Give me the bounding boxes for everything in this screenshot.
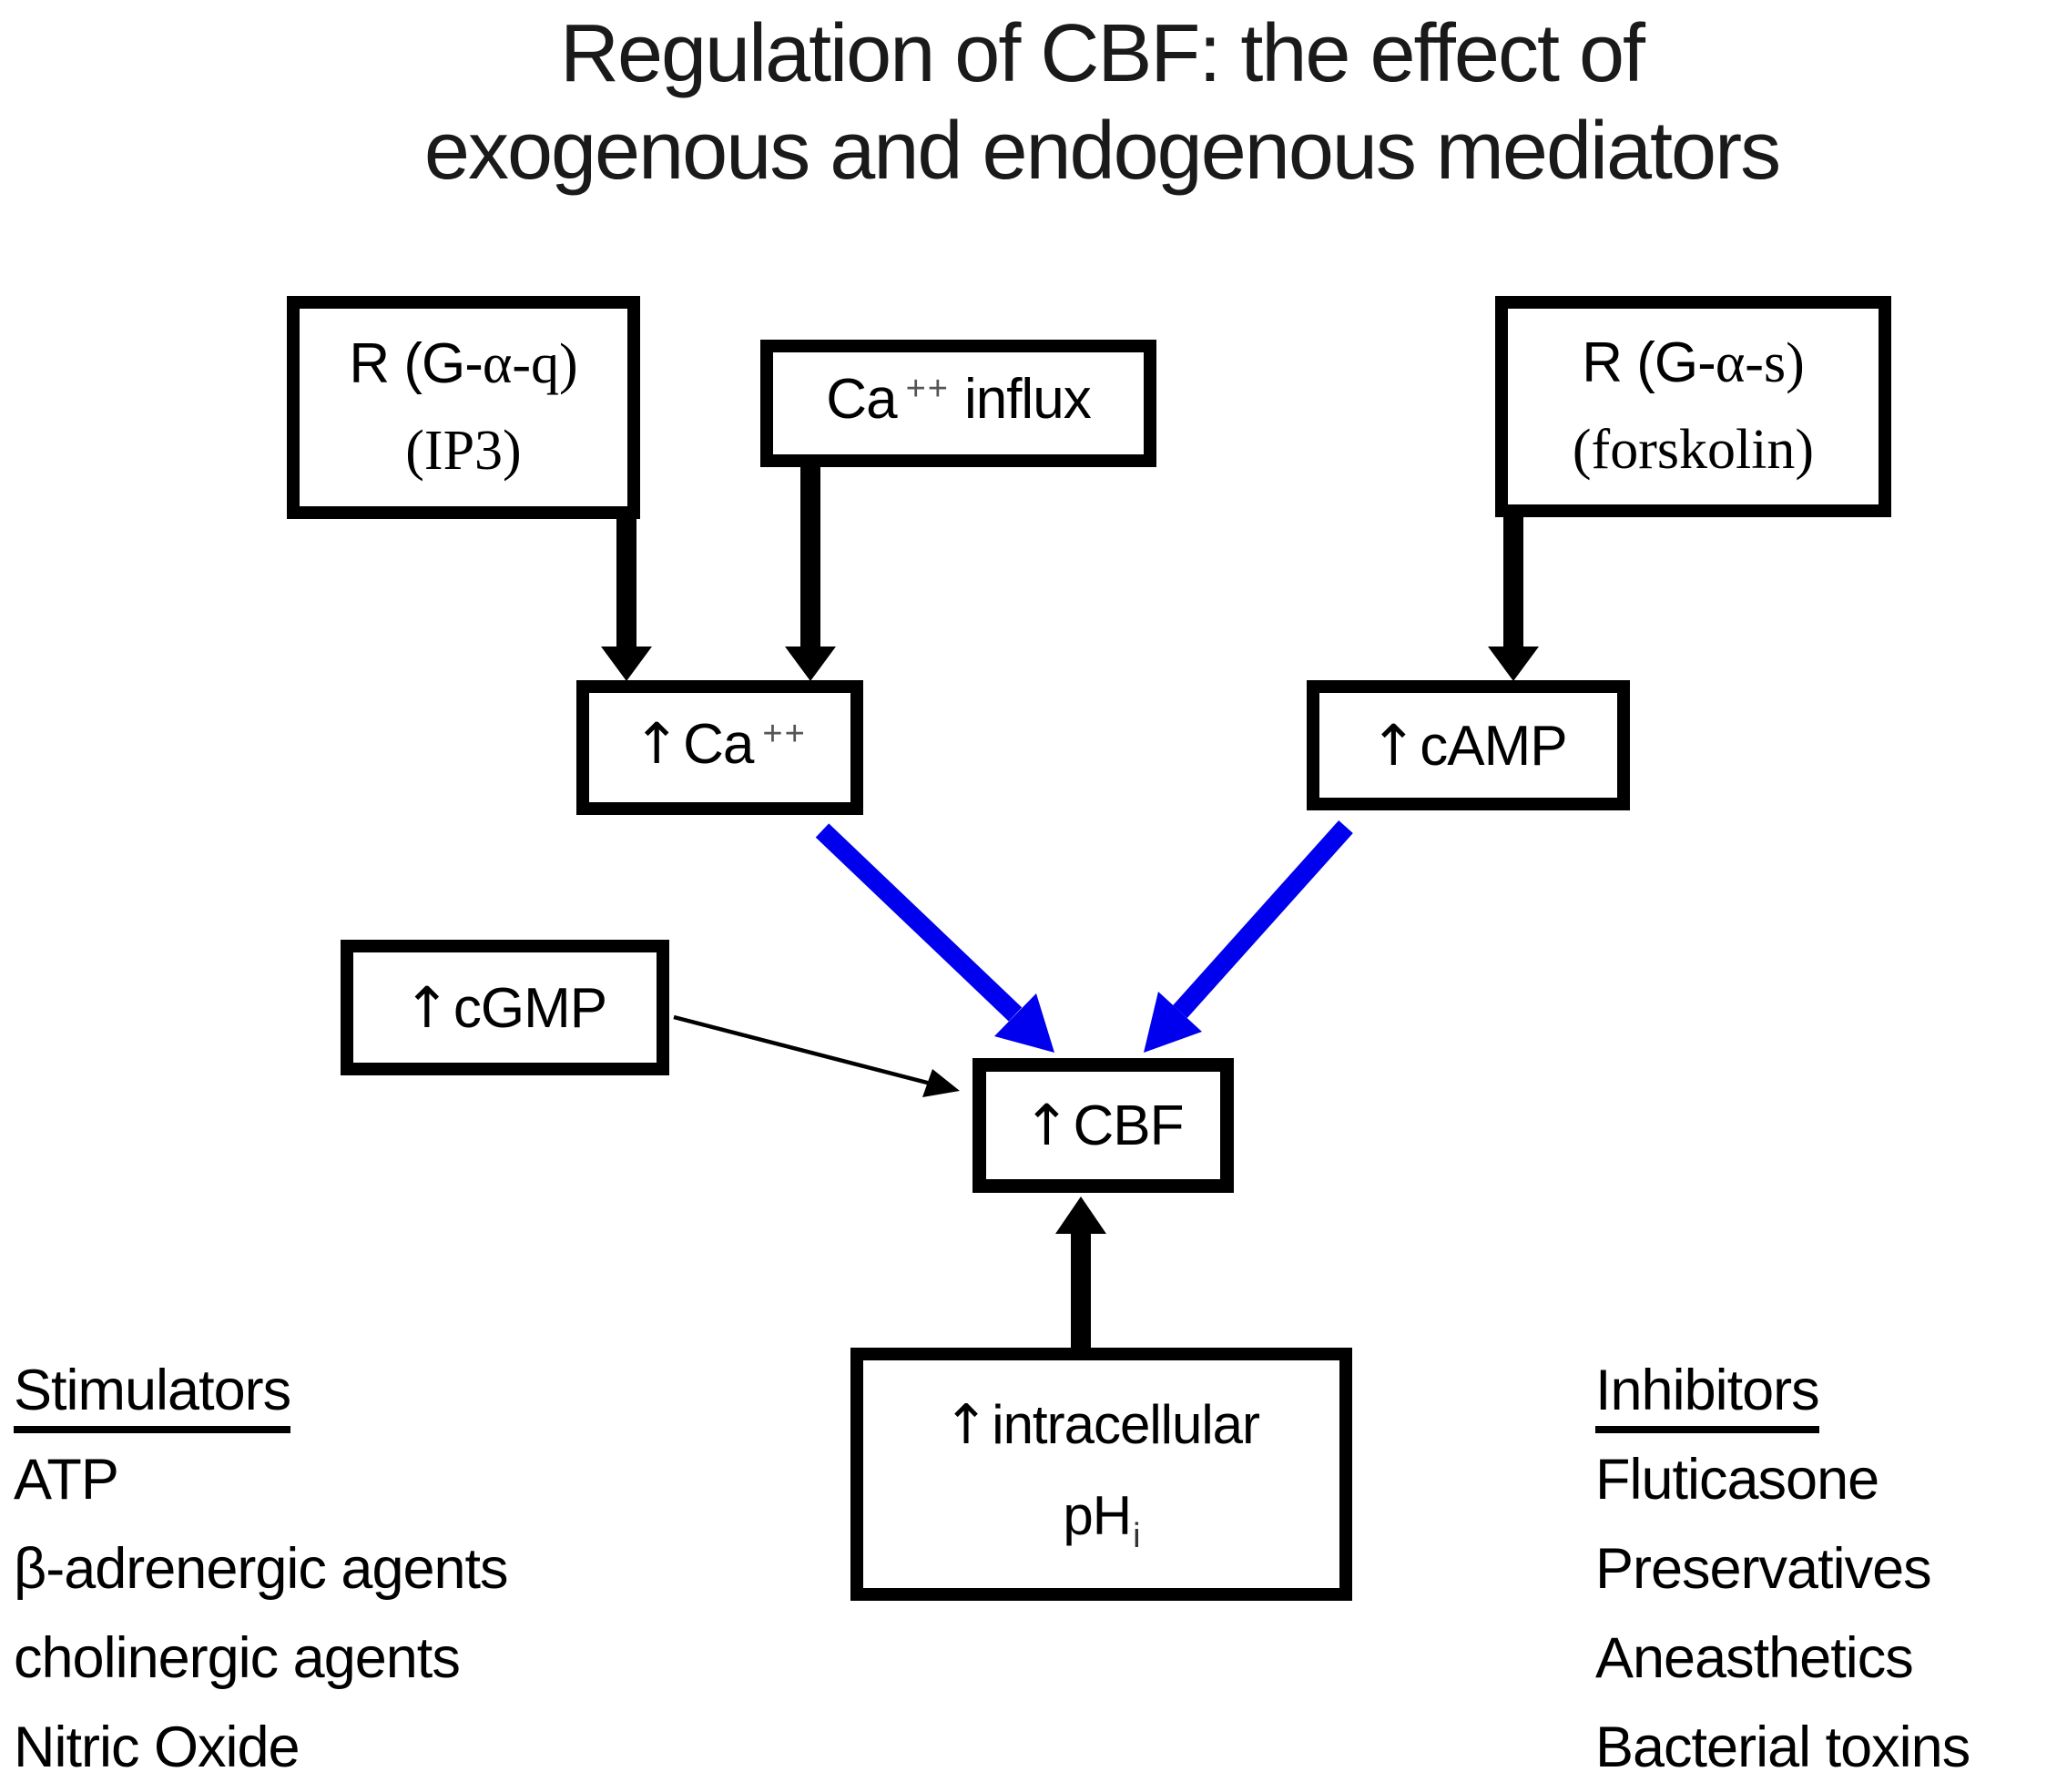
ca-pre: Ca <box>683 712 754 776</box>
ca-superscript: ++ <box>762 714 807 753</box>
box-receptor-gas-line1: R (G-α-s) <box>1582 320 1804 407</box>
inhibitors-heading-text: Inhibitors <box>1595 1358 1820 1433</box>
ca-influx-superscript: ++ <box>905 370 950 408</box>
box-increased-cbf: ↑CBF <box>972 1058 1234 1193</box>
inhibitor-item: Preservatives <box>1595 1537 1932 1601</box>
box-receptor-gaq: R (G-α-q) (IP3) <box>287 296 640 519</box>
box-increased-cgmp-label: ↑cGMP <box>402 964 607 1052</box>
box-intracellular-ph: ↑intracellular pHi <box>850 1348 1352 1601</box>
inhibitors-heading: Inhibitors <box>1595 1346 1970 1435</box>
inhibitor-item: Fluticasone <box>1595 1448 1879 1512</box>
inhibitor-item: Aneasthetics <box>1595 1626 1914 1690</box>
gas-label-sans: R (G- <box>1582 331 1716 394</box>
gaq-label-serif: α-q) <box>482 333 578 395</box>
up-arrow-glyph: ↑ <box>402 973 451 1041</box>
diagram-title: Regulation of CBF: the effect of exogeno… <box>137 5 2067 200</box>
box-ca-influx-label: Ca++ influx <box>826 356 1092 451</box>
up-arrow-glyph: ↑ <box>942 1393 989 1457</box>
cbf-text: CBF <box>1073 1095 1184 1157</box>
stimulators-heading-text: Stimulators <box>14 1358 291 1433</box>
box-intracellular-ph-line1: ↑intracellular <box>942 1380 1260 1471</box>
gaq-label-sans: R (G- <box>349 332 484 395</box>
ca-influx-pre: Ca <box>826 368 897 431</box>
box-increased-ca: ↑Ca++ <box>576 680 863 815</box>
arrow-gaq-to-ca <box>601 506 652 681</box>
stimulator-item: β-adrenergic agents <box>14 1537 509 1601</box>
box-increased-camp: ↑cAMP <box>1307 680 1630 810</box>
inhibitors-list: Inhibitors Fluticasone Preservatives Ane… <box>1595 1346 1970 1792</box>
ca-influx-post: influx <box>963 368 1092 431</box>
stimulator-item: ATP <box>14 1448 119 1512</box>
stimulators-heading: Stimulators <box>14 1346 508 1435</box>
arrow-ca-to-cbf <box>815 823 1054 1053</box>
ph-line1-text: intracellular <box>992 1394 1260 1455</box>
arrow-cgmp-to-cbf <box>673 1014 960 1097</box>
stimulator-item: cholinergic agents <box>14 1626 461 1690</box>
title-line-2: exogenous and endogenous mediators <box>423 106 1781 197</box>
box-receptor-gas-line2: (forskolin) <box>1572 419 1815 481</box>
box-increased-cgmp: ↑cGMP <box>341 940 669 1075</box>
title-line-1: Regulation of CBF: the effect of <box>559 8 1645 99</box>
arrow-ph-to-cbf <box>1055 1196 1106 1351</box>
arrow-gas-to-camp <box>1488 510 1539 681</box>
arrow-camp-to-cbf <box>1144 820 1353 1053</box>
box-receptor-gaq-line2: (IP3) <box>405 420 522 482</box>
ph-main-text: pH <box>1063 1485 1132 1546</box>
box-intracellular-ph-line2: pHi <box>1063 1471 1141 1569</box>
stimulator-item: Nitric Oxide <box>14 1716 300 1779</box>
box-increased-cbf-label: ↑CBF <box>1023 1082 1185 1169</box>
cgmp-text: cGMP <box>453 976 607 1040</box>
ph-subscript: i <box>1133 1517 1141 1555</box>
camp-text: cAMP <box>1420 714 1567 778</box>
up-arrow-glyph: ↑ <box>1023 1092 1071 1158</box>
box-ca-influx: Ca++ influx <box>760 340 1156 467</box>
box-receptor-gaq-line1: R (G-α-q) <box>349 321 577 408</box>
gas-label-serif: α-s) <box>1715 332 1805 394</box>
stimulators-list: Stimulators ATP β-adrenergic agents chol… <box>14 1346 509 1792</box>
up-arrow-glyph: ↑ <box>633 709 680 777</box>
box-increased-camp-label: ↑cAMP <box>1370 702 1567 789</box>
box-receptor-gas: R (G-α-s) (forskolin) <box>1495 296 1891 517</box>
box-increased-ca-label: ↑Ca++ <box>633 700 807 796</box>
arrow-influx-to-ca <box>785 460 836 681</box>
up-arrow-glyph: ↑ <box>1370 711 1417 779</box>
inhibitor-item: Bacterial toxins <box>1595 1716 1970 1779</box>
